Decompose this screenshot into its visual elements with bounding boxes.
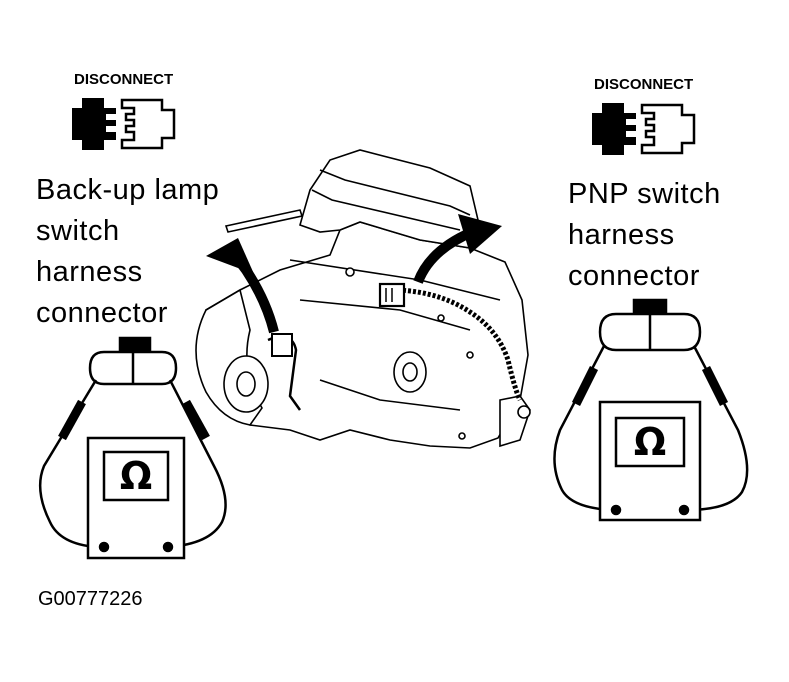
left-ohmmeter-assembly [38, 336, 227, 560]
left-disconnect-connector-icon [72, 98, 176, 150]
right-component-label: PNP switch harness connector [568, 174, 721, 297]
left-disconnect-arrow [206, 238, 279, 334]
transmission-illustration [195, 149, 531, 449]
left-component-label: Back-up lamp switch harness connector [36, 170, 219, 334]
left-label-line: switch [36, 215, 120, 247]
left-label-line: harness [36, 256, 143, 288]
right-disconnect-arrow [413, 214, 502, 284]
right-disconnect-connector-icon [592, 103, 696, 155]
right-ohm-icon: Ω [633, 420, 667, 464]
right-label-line: PNP switch [568, 178, 721, 210]
right-ohmmeter-assembly [553, 298, 749, 522]
left-disconnect-label: DISCONNECT [74, 71, 174, 88]
right-label-line: connector [568, 260, 700, 292]
figure-id: G00777226 [38, 588, 143, 610]
left-label-line: connector [36, 297, 168, 329]
right-disconnect-label: DISCONNECT [594, 76, 694, 93]
left-label-line: Back-up lamp [36, 174, 220, 206]
left-ohm-icon: Ω [119, 454, 153, 498]
right-label-line: harness [568, 219, 675, 251]
